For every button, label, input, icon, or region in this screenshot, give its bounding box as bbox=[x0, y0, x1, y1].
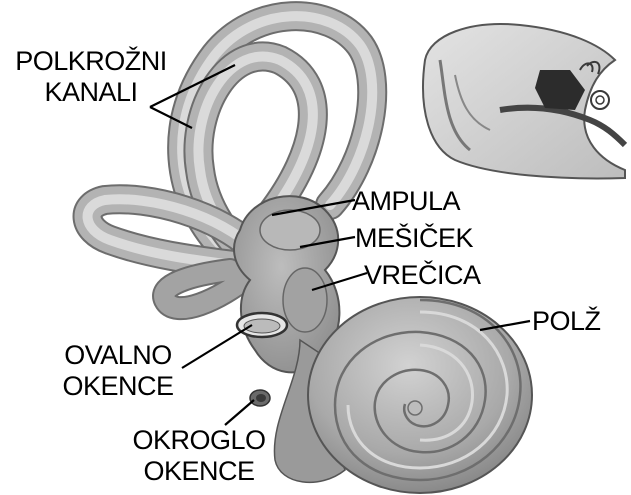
label-vrecica: VREČICA bbox=[364, 260, 481, 291]
leader-line-okroglo-okence bbox=[225, 400, 254, 425]
label-okroglo-okence: OKROGLO OKENCE bbox=[120, 425, 278, 487]
label-ovalno-okence: OVALNO OKENCE bbox=[52, 340, 184, 402]
outer-ear-inset bbox=[423, 24, 625, 178]
label-okroglo-okence-line2: OKENCE bbox=[120, 456, 278, 487]
label-ampula: AMPULA bbox=[352, 186, 460, 217]
oval-window bbox=[237, 313, 287, 337]
label-polkrozni-kanali-line2: KANALI bbox=[12, 77, 170, 108]
label-polkrozni-kanali-line1: POLKROŽNI bbox=[12, 46, 170, 77]
label-polkrozni-kanali: POLKROŽNI KANALI bbox=[12, 46, 170, 108]
label-ovalno-okence-line2: OKENCE bbox=[52, 371, 184, 402]
label-ovalno-okence-line1: OVALNO bbox=[52, 340, 184, 371]
round-window bbox=[250, 390, 270, 406]
leader-line-ovalno-okence bbox=[182, 325, 252, 368]
label-mesicek: MEŠIČEK bbox=[355, 223, 473, 254]
label-okroglo-okence-line1: OKROGLO bbox=[120, 425, 278, 456]
label-polz: POLŽ bbox=[532, 306, 601, 337]
